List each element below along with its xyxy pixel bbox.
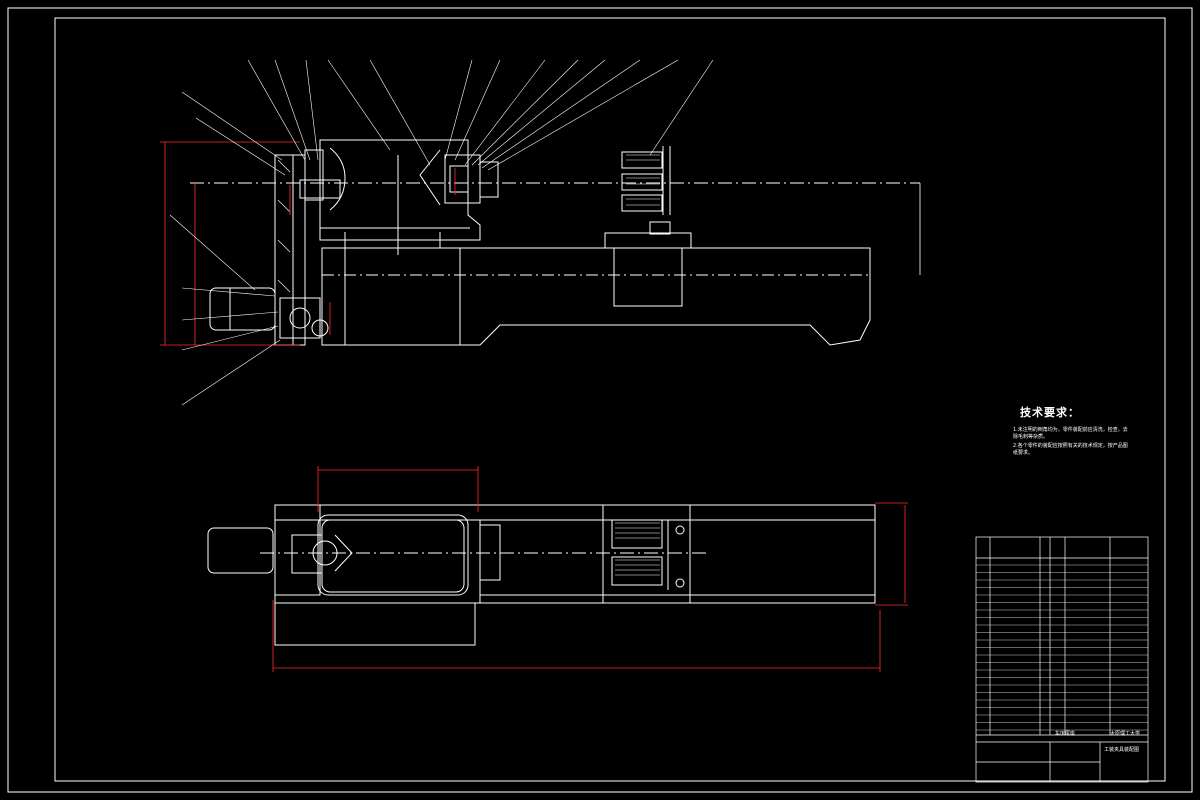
tech-req-line-2: 除毛刺等杂质。 xyxy=(1013,434,1049,440)
title-block-drawing-name: 车床尾座 xyxy=(1055,731,1076,737)
tech-req-line-1: 1.未注明的倒角均为，零件装配前应清洗，检查，去 xyxy=(1013,427,1128,433)
top-view-dimensions xyxy=(272,466,908,672)
title-block-school: 太原理工大学 xyxy=(1110,731,1141,737)
side-view-dimensions xyxy=(160,141,921,346)
leader-lines xyxy=(169,59,714,406)
parts-list-rows xyxy=(976,564,1148,731)
coil-fixtures xyxy=(621,146,671,215)
parts-list xyxy=(975,536,1149,783)
inner-border xyxy=(54,17,1166,782)
outer-border xyxy=(7,7,1193,793)
headstock-housing xyxy=(319,139,481,241)
title-block-subtitle: 工装夹具装配图 xyxy=(1104,747,1140,753)
top-view xyxy=(207,504,876,646)
bed-body xyxy=(321,247,871,346)
top-view-hatch xyxy=(615,522,660,576)
side-view xyxy=(190,139,920,346)
motor xyxy=(209,287,276,331)
tech-req-line-3: 2.各个零件的装配应按照有关的技术规定，按产品图 xyxy=(1013,443,1128,449)
top-motor xyxy=(207,527,274,574)
top-headstock xyxy=(317,514,469,596)
side-view-hatch xyxy=(277,154,660,293)
tech-req-line-4: 纸要求。 xyxy=(1013,450,1034,456)
carriage-block xyxy=(613,247,683,307)
tech-req-title: 技术要求： xyxy=(1020,406,1080,419)
